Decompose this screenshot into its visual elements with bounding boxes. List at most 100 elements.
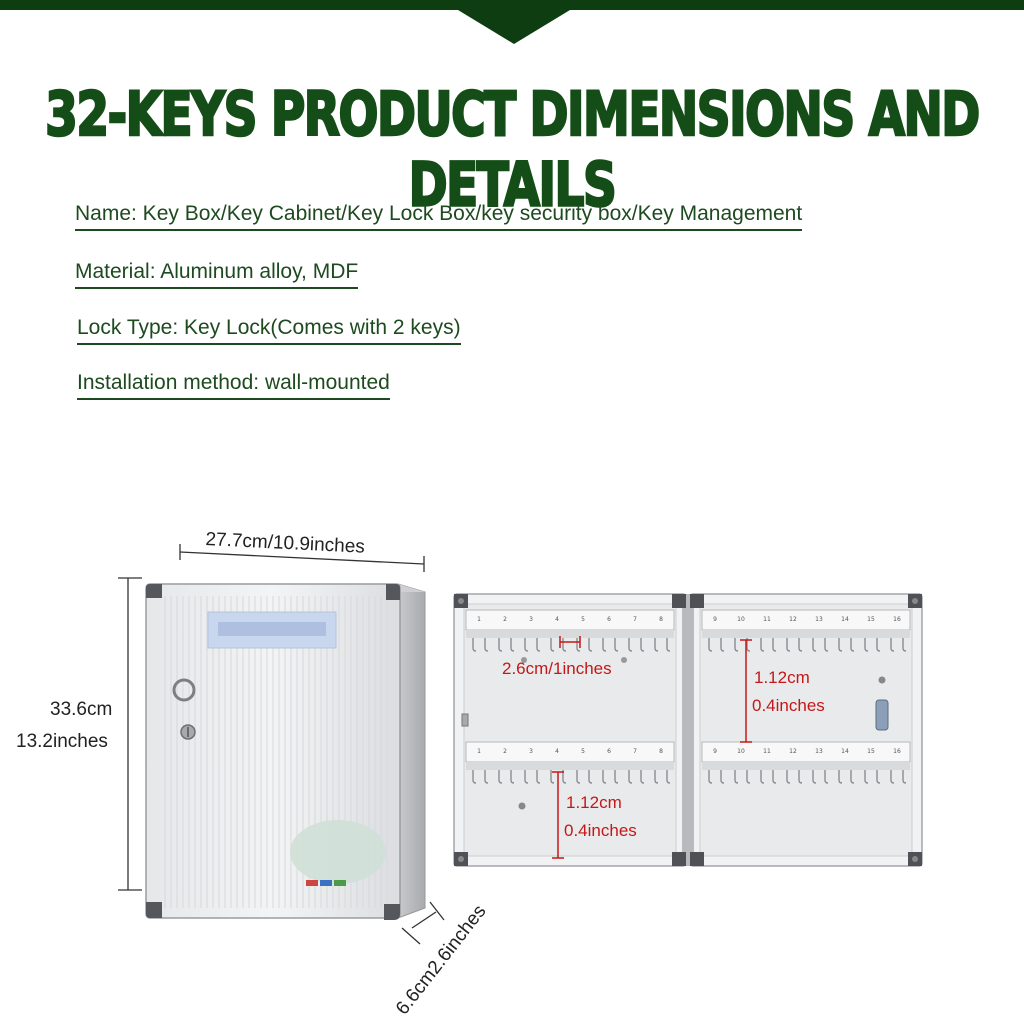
rail-gap-left-marker — [552, 771, 564, 859]
detail-installation: Installation method: wall-mounted — [77, 371, 390, 400]
hook-number: 10 — [737, 748, 745, 755]
key-hook — [614, 770, 619, 784]
hook-number: 6 — [607, 616, 611, 623]
hook-number: 1 — [477, 616, 481, 623]
key-hook — [864, 770, 869, 784]
key-hook — [524, 770, 529, 784]
hook-number: 11 — [763, 616, 771, 623]
hook-spacing-marker — [559, 636, 581, 648]
key-hook — [666, 638, 671, 652]
hook-number: 13 — [815, 616, 823, 623]
key-hook — [850, 638, 855, 652]
key-hook — [720, 638, 725, 652]
key-hook — [484, 638, 489, 652]
key-hook — [786, 638, 791, 652]
detail-name: Name: Key Box/Key Cabinet/Key Lock Box/k… — [75, 202, 803, 231]
banner-notch — [458, 10, 570, 44]
key-hook — [864, 638, 869, 652]
key-hook — [576, 770, 581, 784]
detail-material: Material: Aluminum alloy, MDF — [75, 260, 359, 289]
hook-number: 9 — [713, 748, 717, 755]
key-hook — [484, 770, 489, 784]
key-hook — [640, 638, 645, 652]
hook-number: 6 — [607, 748, 611, 755]
key-hook — [746, 770, 751, 784]
key-hook — [654, 638, 659, 652]
height-cm-label: 33.6cm — [50, 699, 113, 720]
hook-number: 11 — [763, 748, 771, 755]
hook-number: 3 — [529, 748, 533, 755]
height-dimension-line — [118, 577, 142, 891]
hook-number: 5 — [581, 748, 585, 755]
key-hook — [746, 638, 751, 652]
key-hook — [510, 770, 515, 784]
key-hook — [654, 770, 659, 784]
hook-number: 7 — [633, 748, 637, 755]
key-hook — [850, 770, 855, 784]
hook-number: 10 — [737, 616, 745, 623]
key-hook — [720, 770, 725, 784]
key-hook — [824, 770, 829, 784]
hook-number: 14 — [841, 616, 849, 623]
key-hook — [708, 638, 713, 652]
key-hook — [498, 638, 503, 652]
hook-spacing-label: 2.6cm/1inches — [502, 659, 612, 678]
key-hook — [666, 770, 671, 784]
key-hook — [562, 770, 567, 784]
hook-number: 5 — [581, 616, 585, 623]
hook-number: 2 — [503, 748, 507, 755]
key-hook — [628, 770, 633, 784]
hook-number: 16 — [893, 748, 901, 755]
hook-number: 15 — [867, 616, 875, 623]
key-hook — [576, 638, 581, 652]
hook-number: 13 — [815, 748, 823, 755]
hook-rails — [465, 609, 911, 770]
key-hook — [498, 770, 503, 784]
key-hook — [640, 770, 645, 784]
hook-number: 1 — [477, 748, 481, 755]
key-hook — [812, 770, 817, 784]
width-dimension-line — [179, 544, 425, 572]
hook-number: 12 — [789, 616, 797, 623]
key-hook — [472, 770, 477, 784]
height-in-label: 13.2inches — [16, 731, 108, 752]
hook-number: 3 — [529, 616, 533, 623]
key-hook — [902, 638, 907, 652]
rail-gap-left-in-label: 0.4inches — [564, 821, 637, 840]
key-hook — [812, 638, 817, 652]
key-hook — [760, 638, 765, 652]
key-hook — [550, 638, 555, 652]
depth-dimension-line — [401, 901, 445, 945]
detail-lock-type: Lock Type: Key Lock(Comes with 2 keys) — [77, 316, 461, 345]
key-hook — [602, 770, 607, 784]
key-hook — [876, 770, 881, 784]
key-hook — [798, 638, 803, 652]
key-hook — [902, 770, 907, 784]
hook-number: 15 — [867, 748, 875, 755]
key-hook — [614, 638, 619, 652]
key-hook — [510, 638, 515, 652]
hook-number: 8 — [659, 748, 663, 755]
key-hook — [536, 770, 541, 784]
key-hooks — [472, 638, 907, 784]
key-hook — [588, 770, 593, 784]
key-hook — [838, 770, 843, 784]
key-hook — [890, 638, 895, 652]
hook-number: 4 — [555, 748, 559, 755]
key-hook — [562, 638, 567, 652]
hook-number: 8 — [659, 616, 663, 623]
page-title: 32-KEYS PRODUCT DIMENSIONS AND DETAILS — [44, 79, 981, 222]
hook-number: 4 — [555, 616, 559, 623]
key-hook — [772, 770, 777, 784]
hook-number: 14 — [841, 748, 849, 755]
closed-key-box — [145, 583, 426, 920]
hook-number: 9 — [713, 616, 717, 623]
rail-gap-right-in-label: 0.4inches — [752, 696, 825, 715]
key-hook — [734, 770, 739, 784]
key-hook — [824, 638, 829, 652]
key-hook — [786, 770, 791, 784]
rail-gap-right-cm-label: 1.12cm — [754, 668, 810, 687]
